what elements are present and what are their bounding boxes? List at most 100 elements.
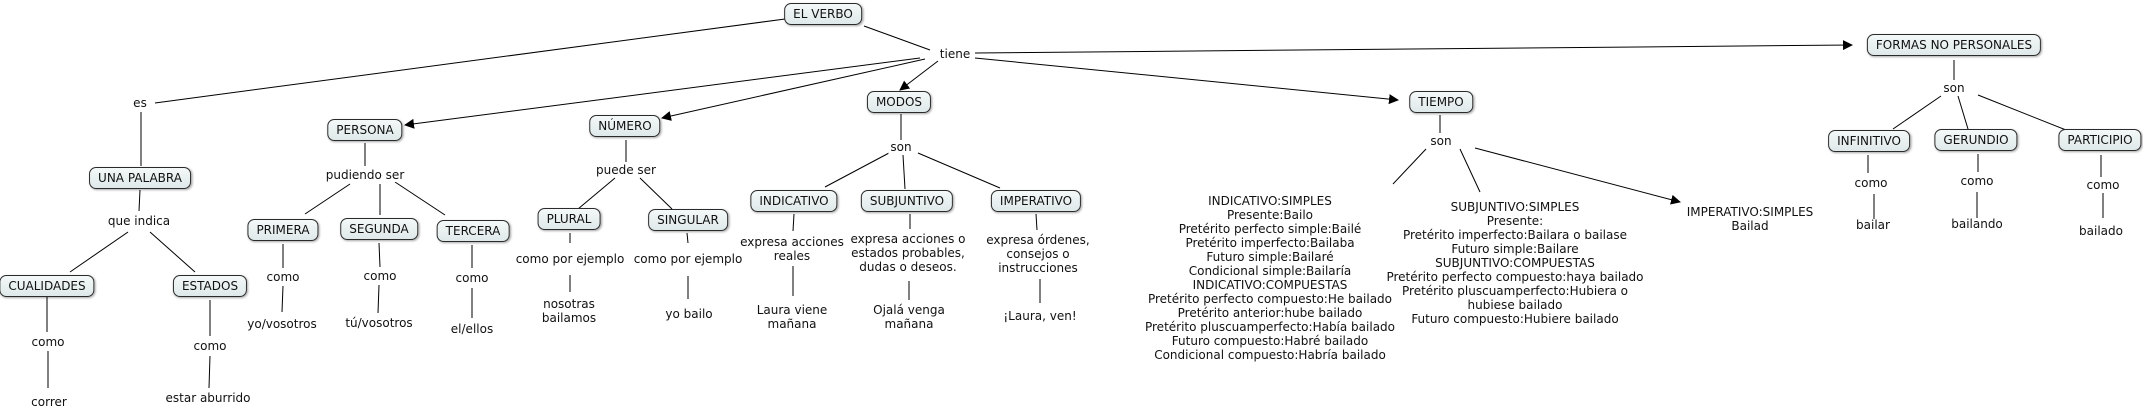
tense-line: hubiese bailado xyxy=(1467,298,1563,312)
tense-line: Pretérito imperfecto:Bailaba xyxy=(1185,236,1355,250)
link-es: es xyxy=(131,96,149,110)
node-una-palabra[interactable]: UNA PALABRA xyxy=(89,167,191,189)
desc-line: expresa acciones o xyxy=(850,232,966,246)
example-line: mañana xyxy=(767,317,817,331)
link-como-primera: como xyxy=(264,270,302,284)
tense-line: Pretérito pluscuamperfecto:Hubiera o xyxy=(1402,284,1628,298)
example-nosotras-bailamos: nosotras bailamos xyxy=(542,297,596,325)
tense-line: Futuro simple:Bailaré xyxy=(1206,250,1334,264)
node-subjuntivo[interactable]: SUBJUNTIVO xyxy=(860,190,954,212)
node-modos[interactable]: MODOS xyxy=(866,91,932,113)
desc-subjuntivo: expresa acciones o estados probables, du… xyxy=(851,232,966,274)
example-bailado: bailado xyxy=(2079,224,2123,238)
example-bailar: bailar xyxy=(1856,218,1890,232)
node-estados[interactable]: ESTADOS xyxy=(172,275,248,297)
example-ojala-venga: Ojalá venga mañana xyxy=(873,303,945,331)
tense-line: SUBJUNTIVO:SIMPLES xyxy=(1450,200,1580,214)
desc-indicativo: expresa acciones reales xyxy=(740,235,844,263)
link-como-infinitivo: como xyxy=(1852,176,1890,190)
link-como-gerundio: como xyxy=(1958,174,1996,188)
node-persona[interactable]: PERSONA xyxy=(327,119,403,141)
node-numero[interactable]: NÚMERO xyxy=(589,115,661,137)
tense-line: Bailad xyxy=(1731,219,1769,233)
tense-line: Futuro simple:Bailare xyxy=(1451,242,1579,256)
example-laura-ven: ¡Laura, ven! xyxy=(1003,309,1077,323)
tense-line: Presente: xyxy=(1486,214,1544,228)
example-line: Ojalá venga xyxy=(873,303,945,317)
example-line: Laura viene xyxy=(756,303,828,317)
node-segunda[interactable]: SEGUNDA xyxy=(340,218,418,240)
tense-line: IMPERATIVO:SIMPLES xyxy=(1686,205,1814,219)
desc-imperativo: expresa órdenes, consejos o instruccione… xyxy=(986,233,1089,275)
link-como-estados: como xyxy=(191,339,229,353)
desc-line: expresa acciones xyxy=(740,235,844,249)
tense-line: Pretérito imperfecto:Bailara o bailase xyxy=(1402,228,1628,242)
link-como-singular-line: como xyxy=(633,252,667,266)
example-line: mañana xyxy=(884,317,934,331)
desc-line: dudas o deseos. xyxy=(859,260,957,274)
link-como-plural-line: por ejemplo xyxy=(552,252,625,266)
link-son-tiempo: son xyxy=(1428,134,1454,148)
tense-line: Pretérito perfecto compuesto:He bailado xyxy=(1147,292,1393,306)
link-son-formas: son xyxy=(1941,81,1967,95)
link-como-tercera: como xyxy=(453,271,491,285)
link-son-modos: son xyxy=(888,140,914,154)
node-el-verbo[interactable]: EL VERBO xyxy=(784,3,862,25)
example-line: bailamos xyxy=(541,311,597,325)
example-bailando: bailando xyxy=(1951,217,2003,231)
node-tercera[interactable]: TERCERA xyxy=(436,220,510,242)
desc-line: expresa órdenes, xyxy=(986,233,1090,247)
node-plural[interactable]: PLURAL xyxy=(537,208,601,230)
example-yo-vosotros: yo/vosotros xyxy=(247,317,317,331)
node-formas-no-personales[interactable]: FORMAS NO PERSONALES xyxy=(1866,34,2042,56)
tense-line: Futuro compuesto:Hubiere bailado xyxy=(1411,312,1619,326)
tense-line: INDICATIVO:COMPUESTAS xyxy=(1192,278,1348,292)
desc-line: estados probables, xyxy=(851,246,965,260)
tense-line: Pretérito anterior:hube bailado xyxy=(1177,306,1363,320)
link-como-singular: como por ejemplo xyxy=(631,252,745,266)
example-correr: correr xyxy=(31,395,67,409)
tense-line: Condicional simple:Bailaría xyxy=(1188,264,1352,278)
example-yo-bailo: yo bailo xyxy=(665,307,713,321)
tense-line: SUBJUNTIVO:COMPUESTAS xyxy=(1435,256,1595,270)
node-primera[interactable]: PRIMERA xyxy=(247,219,319,241)
link-como-plural: como por ejemplo xyxy=(513,252,627,266)
desc-line: consejos o xyxy=(1006,247,1070,261)
node-singular[interactable]: SINGULAR xyxy=(648,209,728,231)
link-puede-ser: puede ser xyxy=(594,163,658,177)
tense-line: Presente:Bailo xyxy=(1226,208,1314,222)
example-estar-aburrido: estar aburrido xyxy=(165,391,251,405)
link-como-cualidades: como xyxy=(29,335,67,349)
node-indicativo[interactable]: INDICATIVO xyxy=(750,190,838,212)
link-como-segunda: como xyxy=(361,269,399,283)
node-infinitivo[interactable]: INFINITIVO xyxy=(1828,130,1910,152)
link-como-plural-line: como xyxy=(515,252,549,266)
node-cualidades[interactable]: CUALIDADES xyxy=(0,275,95,297)
tense-line: INDICATIVO:SIMPLES xyxy=(1208,194,1332,208)
node-imperativo[interactable]: IMPERATIVO xyxy=(990,190,1082,212)
tense-line: Pretérito perfecto simple:Bailé xyxy=(1178,222,1362,236)
desc-line: reales xyxy=(773,249,811,263)
link-que-indica: que indica xyxy=(105,214,173,228)
example-tu-vosotros: tú/vosotros xyxy=(345,316,413,330)
node-gerundio[interactable]: GERUNDIO xyxy=(1934,129,2018,151)
link-como-singular-line: por ejemplo xyxy=(670,252,743,266)
example-laura-viene: Laura viene mañana xyxy=(757,303,828,331)
example-line: nosotras xyxy=(543,297,595,311)
node-tiempo[interactable]: TIEMPO xyxy=(1409,91,1473,113)
tense-line: Futuro compuesto:Habré bailado xyxy=(1171,334,1369,348)
link-tiene: tiene xyxy=(937,47,973,61)
tense-line: Condicional compuesto:Habría bailado xyxy=(1154,348,1386,362)
link-pudiendo-ser: pudiendo ser xyxy=(323,168,407,182)
tense-line: Pretérito perfecto compuesto:haya bailad… xyxy=(1386,270,1644,284)
desc-line: instrucciones xyxy=(998,261,1078,275)
node-participio[interactable]: PARTICIPIO xyxy=(2058,129,2142,151)
link-como-participio: como xyxy=(2084,178,2122,192)
example-el-ellos: el/ellos xyxy=(450,322,494,336)
tense-line: Pretérito pluscuamperfecto:Había bailado xyxy=(1144,320,1396,334)
